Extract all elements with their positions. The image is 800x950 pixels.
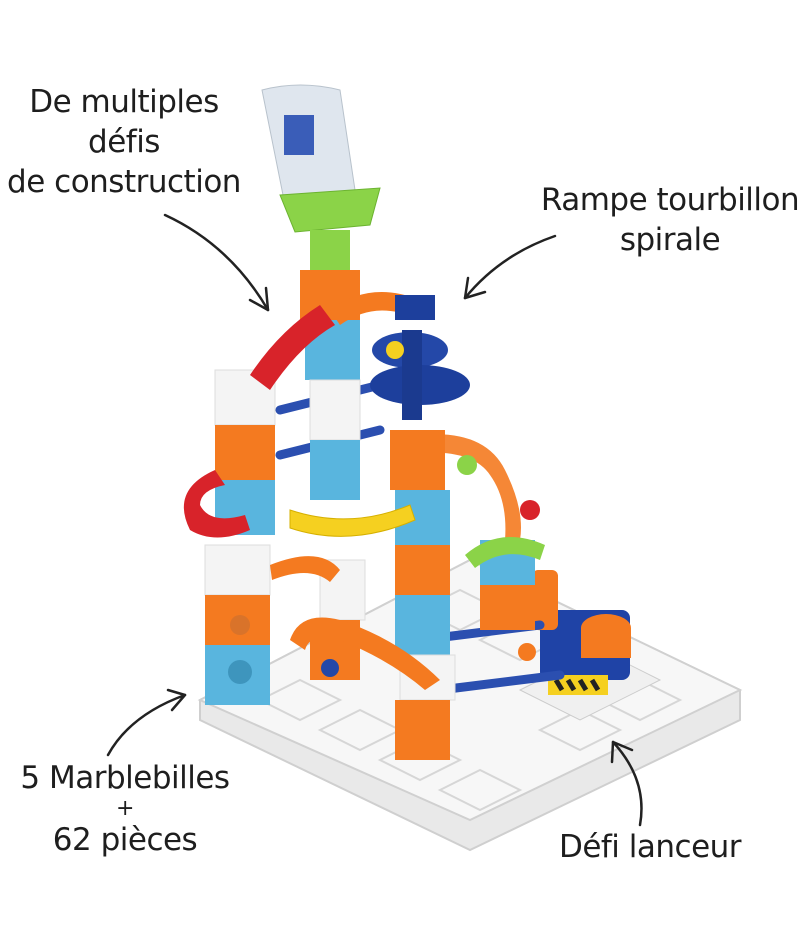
orange-swoop <box>390 434 521 540</box>
red-ramp-upper <box>250 305 335 390</box>
label-line: défis <box>88 124 160 160</box>
label-line: 5 Marblebilles <box>20 760 230 796</box>
label-line: De multiples <box>29 84 219 120</box>
green-marble <box>457 455 477 475</box>
label-pieces-count: 5 Marblebilles + 62 pièces <box>10 758 240 860</box>
label-line: Défi lanceur <box>558 829 742 865</box>
yellow-ramp <box>289 504 416 537</box>
right-tower <box>390 430 456 760</box>
label-line: + <box>116 796 134 821</box>
arrow-top-right <box>463 234 557 300</box>
arrow-bottom-left <box>106 688 187 757</box>
blue-marble <box>321 659 339 677</box>
red-ramp-lower <box>183 470 250 538</box>
base-plates <box>197 558 743 852</box>
label-line: 62 pièces <box>52 822 198 858</box>
left-tower <box>204 369 276 705</box>
arrow-top-left <box>163 213 270 312</box>
orange-curve-left <box>270 556 340 582</box>
arrow-bottom-right <box>610 740 643 827</box>
label-line: spirale <box>619 222 721 258</box>
orange-loop <box>290 617 440 690</box>
top-funnel <box>261 84 381 270</box>
red-marble <box>520 500 540 520</box>
blue-spiral <box>370 295 470 420</box>
label-line: de construction <box>7 164 241 200</box>
label-line: Rampe tourbillon <box>540 182 800 218</box>
green-arc <box>465 537 545 568</box>
label-spiral-ramp: Rampe tourbillon spirale <box>540 180 800 260</box>
orange-marble <box>518 643 536 661</box>
launcher-track <box>518 570 662 721</box>
label-construction-challenges: De multiples défis de construction <box>0 82 248 202</box>
label-launcher-challenge: Défi lanceur <box>545 827 755 867</box>
